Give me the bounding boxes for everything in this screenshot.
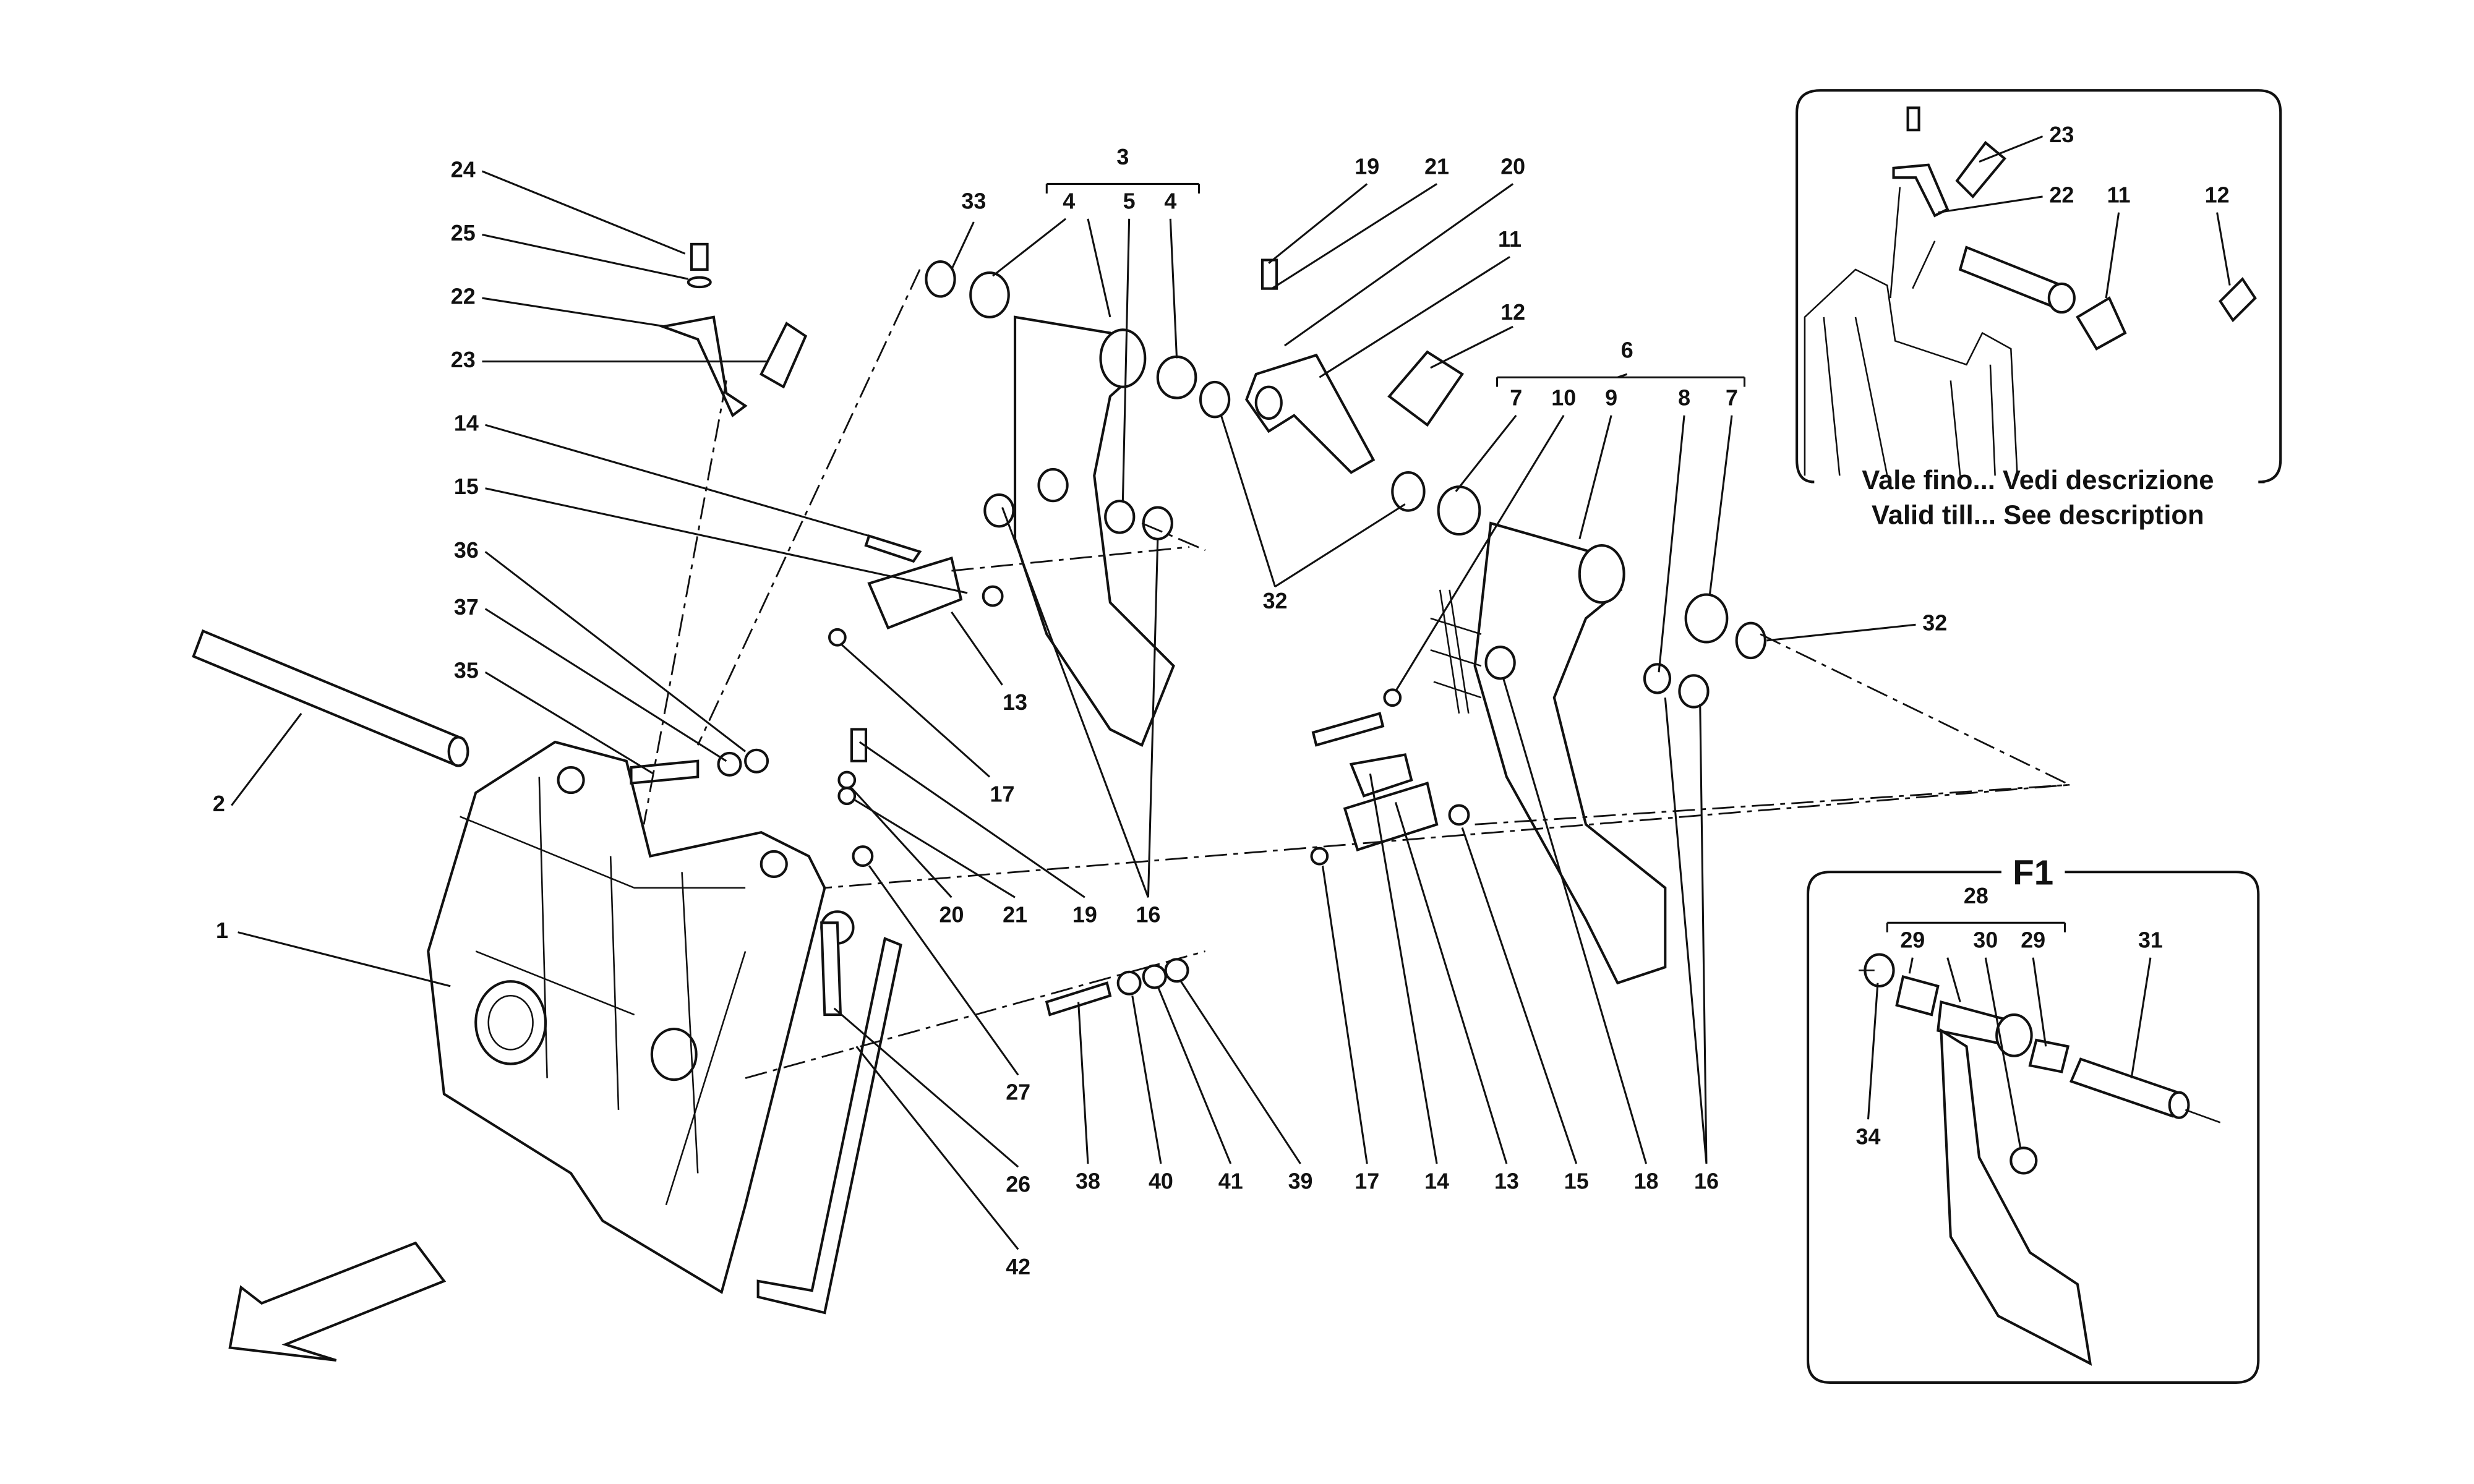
callout-label: 13 [1003,690,1027,715]
callout-label: 28 [1964,884,1988,908]
callout-label: 32 [1922,611,1947,636]
part-fasteners [630,534,1470,1017]
callout-label: 22 [451,284,476,309]
part-clutch-pedal [1391,471,1766,985]
callout-label: 16 [1694,1169,1719,1193]
callout-label: 27 [1006,1080,1030,1105]
inset-valid-till: 23 22 11 12 Vale fino... Vedi descrizion… [1796,89,2282,530]
callout-label: 21 [1003,903,1027,927]
part-pedal-box [427,740,855,1294]
callout-label: 2 [213,791,225,816]
callout-label: 17 [1355,1169,1379,1193]
callout-label: 36 [454,538,479,563]
callout-label: 23 [451,348,476,372]
assembly-axis-lines [643,269,2073,1079]
inset-f1-title: F1 [2013,853,2053,892]
inset-f1: F1 28 29 30 29 31 34 [1807,853,2260,1384]
callout-label: 14 [454,411,479,436]
callout-label: 19 [1072,903,1097,927]
callout-label: 39 [1288,1169,1313,1193]
callout-label: 20 [1500,154,1525,179]
callout-label: 15 [454,474,479,499]
callout-label: 20 [940,903,964,927]
callout-label: 22 [2049,182,2074,207]
callout-label: 37 [454,595,479,620]
callout-label: 10 [1551,386,1576,411]
callout-label: 11 [2107,182,2131,207]
callout-label: 4 [1063,189,1075,214]
main-drawing [192,242,2073,1362]
callout-label: 16 [1136,903,1160,927]
inset-caption-italian: Vale fino... Vedi descrizione [1862,466,2214,495]
callout-label: 23 [2049,122,2074,147]
callout-label: 32 [1263,589,1288,613]
callout-label: 19 [1355,154,1379,179]
callout-label: 29 [1900,928,1925,953]
callouts-main: 24 25 22 23 14 15 36 37 35 2 1 33 3 4 5 … [213,145,1947,1279]
callout-label: 40 [1149,1169,1173,1193]
callout-label: 12 [1500,300,1525,325]
part-rod [192,629,469,767]
callout-label: 35 [454,659,479,683]
callout-label: 6 [1621,338,1633,363]
callout-label: 12 [2205,182,2230,207]
callout-label: 11 [1498,227,1522,252]
callout-label: 21 [1424,154,1449,179]
callout-label: 14 [1424,1169,1449,1193]
part-bracket [756,937,902,1315]
callout-label: 29 [2021,928,2045,953]
callout-label: 42 [1006,1255,1030,1279]
callout-label: 18 [1634,1169,1659,1193]
callout-label: 4 [1164,189,1176,214]
callout-label: 7 [1510,386,1522,411]
callout-label: 30 [1973,928,1998,953]
callout-label: 38 [1076,1169,1100,1193]
arrow-down-left-icon [228,1241,447,1362]
inset-f1-drawing [1859,953,2221,1366]
callout-label: 34 [1856,1125,1881,1149]
callout-label: 9 [1605,386,1617,411]
callout-label: 5 [1123,189,1136,214]
part-switch-11-12 [1245,258,1464,474]
part-brake-pedal [925,260,1231,747]
inset-caption-english: Valid till... See description [1872,500,2204,530]
callout-label: 41 [1218,1169,1243,1193]
callout-label: 17 [990,782,1015,807]
callout-label: 33 [961,189,986,214]
callout-label: 15 [1564,1169,1589,1193]
callout-label: 8 [1678,386,1690,411]
callout-label: 13 [1494,1169,1519,1193]
callout-label: 31 [2138,928,2163,953]
callout-label: 7 [1726,386,1738,411]
callout-label: 24 [451,157,476,182]
part-sensor-22-23 [658,242,808,417]
callout-label: 1 [216,918,228,943]
callout-label: 3 [1116,145,1129,169]
callout-label: 25 [451,221,476,245]
callout-label: 26 [1006,1172,1030,1196]
inset-drawing [1804,106,2257,476]
